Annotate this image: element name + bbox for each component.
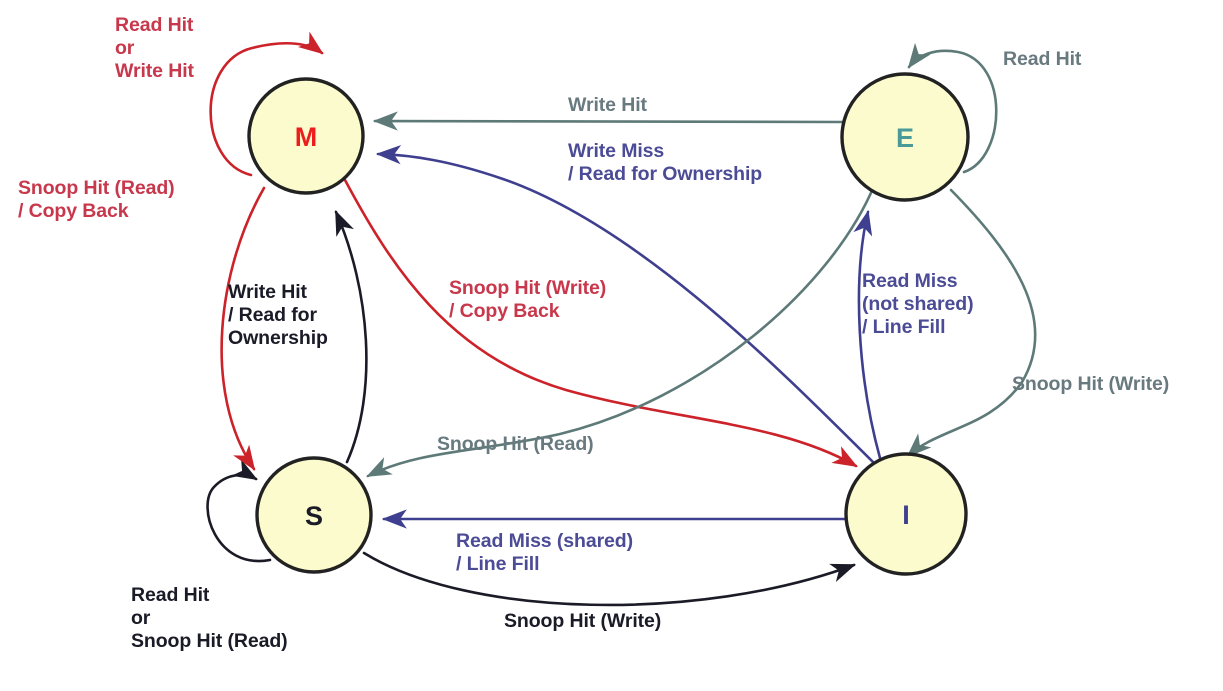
node-s-label: S [305, 501, 323, 531]
edge-label-e-to-s: Snoop Hit (Read) [437, 433, 594, 455]
edge-m-self-loop [209, 31, 324, 177]
edge-m-to-i [343, 178, 858, 468]
node-i[interactable]: I [844, 452, 968, 576]
node-m-circle[interactable] [247, 77, 365, 195]
edge-m-to-s [220, 186, 266, 471]
edge-label-s-to-i: Snoop Hit (Write) [504, 610, 662, 632]
edge-e-to-s [366, 184, 876, 478]
edge-label-i-to-m: Write Miss / Read for Ownership [568, 140, 763, 185]
node-m-label: M [295, 122, 318, 152]
node-s-circle[interactable] [255, 456, 373, 574]
node-i-circle[interactable] [844, 452, 968, 576]
node-e-label: E [896, 123, 914, 153]
edge-label-s-to-m: Write Hit / Read for Ownership [228, 281, 328, 349]
edge-label-i-to-e: Read Miss (not shared) / Line Fill [862, 270, 974, 338]
edge-s-to-i [362, 551, 856, 607]
edge-label-e-self: Read Hit [1003, 48, 1082, 70]
edge-e-to-m [372, 111, 844, 131]
edge-s-to-m [334, 210, 368, 464]
node-m[interactable]: M [247, 77, 365, 195]
edge-s-self-loop [206, 459, 272, 563]
edge-label-m-to-s: Snoop Hit (Read) / Copy Back [18, 177, 175, 222]
edge-e-self-loop [907, 42, 998, 174]
node-i-label: I [902, 500, 910, 530]
node-e-circle[interactable] [840, 72, 970, 202]
edge-i-to-e [853, 209, 882, 460]
edge-label-s-self: Read Hit or Snoop Hit (Read) [131, 584, 288, 652]
node-s[interactable]: S [255, 456, 373, 574]
edge-label-m-to-i: Snoop Hit (Write) / Copy Back [449, 277, 607, 322]
edge-i-to-m [375, 145, 875, 464]
edge-e-to-i [906, 188, 1037, 458]
edge-label-e-to-i: Snoop Hit (Write) [1012, 373, 1170, 395]
node-e[interactable]: E [840, 72, 970, 202]
edge-label-e-to-m: Write Hit [568, 94, 647, 116]
edge-label-m-self: Read Hit or Write Hit [115, 14, 194, 82]
edge-label-i-to-s: Read Miss (shared) / Line Fill [456, 530, 634, 575]
